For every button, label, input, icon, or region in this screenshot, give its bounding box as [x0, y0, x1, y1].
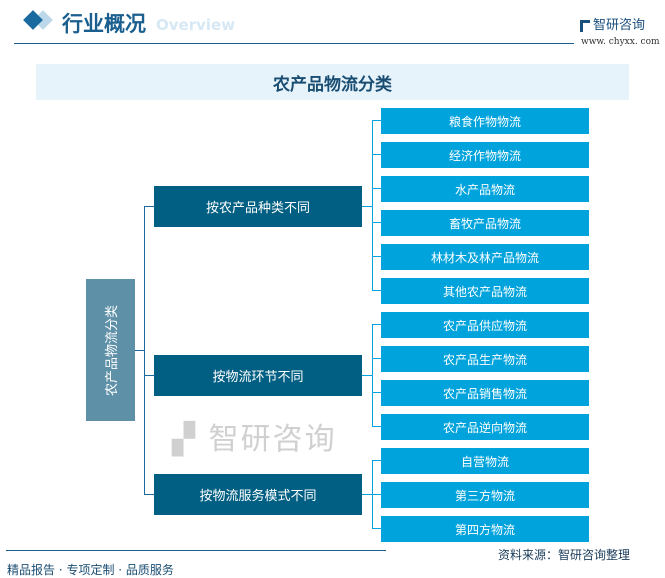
header-divider — [14, 43, 574, 44]
connector — [372, 324, 381, 325]
connector — [144, 206, 145, 495]
source-note: 资料来源：智研咨询整理 — [498, 548, 631, 562]
connector — [372, 358, 381, 359]
leaf-node: 粮食作物物流 — [381, 108, 589, 134]
leaf-node: 畜牧产品物流 — [381, 210, 589, 236]
connector — [372, 460, 381, 461]
leaf-node: 经济作物物流 — [381, 142, 589, 168]
connector — [135, 350, 144, 351]
connector — [362, 494, 372, 495]
leaf-node: 农产品销售物流 — [381, 380, 589, 406]
leaf-node: 其他农产品物流 — [381, 278, 589, 304]
logo-text: 智研咨询 — [593, 18, 646, 33]
connector — [144, 375, 154, 376]
diagram-title: 农产品物流分类 — [36, 64, 629, 100]
leaf-node: 农产品生产物流 — [381, 346, 589, 372]
header-title: 行业概况 — [62, 12, 146, 36]
connector — [372, 256, 381, 257]
connector — [372, 324, 373, 427]
diamond-icon — [23, 10, 43, 30]
connector — [144, 206, 154, 207]
leaf-node: 第三方物流 — [381, 482, 589, 508]
root-node-label: 农产品物流分类 — [105, 304, 121, 396]
leaf-node: 第四方物流 — [381, 516, 589, 542]
connector — [372, 392, 381, 393]
root-node — [86, 279, 135, 421]
connector — [372, 222, 381, 223]
leaf-node: 农产品逆向物流 — [381, 414, 589, 440]
logo: 智研咨询 — [580, 14, 645, 33]
connector — [144, 494, 154, 495]
connector — [372, 290, 381, 291]
header-subtitle: Overview — [156, 16, 236, 34]
leaf-node: 水产品物流 — [381, 176, 589, 202]
group-node: 按农产品种类不同 — [154, 186, 362, 227]
leaf-node: 林材木及林产品物流 — [381, 244, 589, 270]
logo-icon — [580, 19, 590, 32]
header-url: www. chyxx. com — [581, 37, 660, 47]
connector — [362, 206, 372, 207]
connector — [372, 494, 381, 495]
leaf-node: 农产品供应物流 — [381, 312, 589, 338]
group-node: 按物流环节不同 — [154, 355, 362, 396]
connector — [362, 375, 372, 376]
connector — [372, 528, 381, 529]
connector — [372, 188, 381, 189]
connector — [372, 120, 381, 121]
connector — [372, 426, 381, 427]
connector — [372, 120, 373, 291]
leaf-node: 自营物流 — [381, 448, 589, 474]
footer-slogan: 精品报告 · 专项定制 · 品质服务 — [7, 563, 174, 577]
watermark: ▞ 智研咨询 — [172, 422, 337, 457]
footer-divider — [6, 550, 386, 551]
connector — [372, 154, 381, 155]
group-node: 按物流服务模式不同 — [154, 474, 362, 515]
